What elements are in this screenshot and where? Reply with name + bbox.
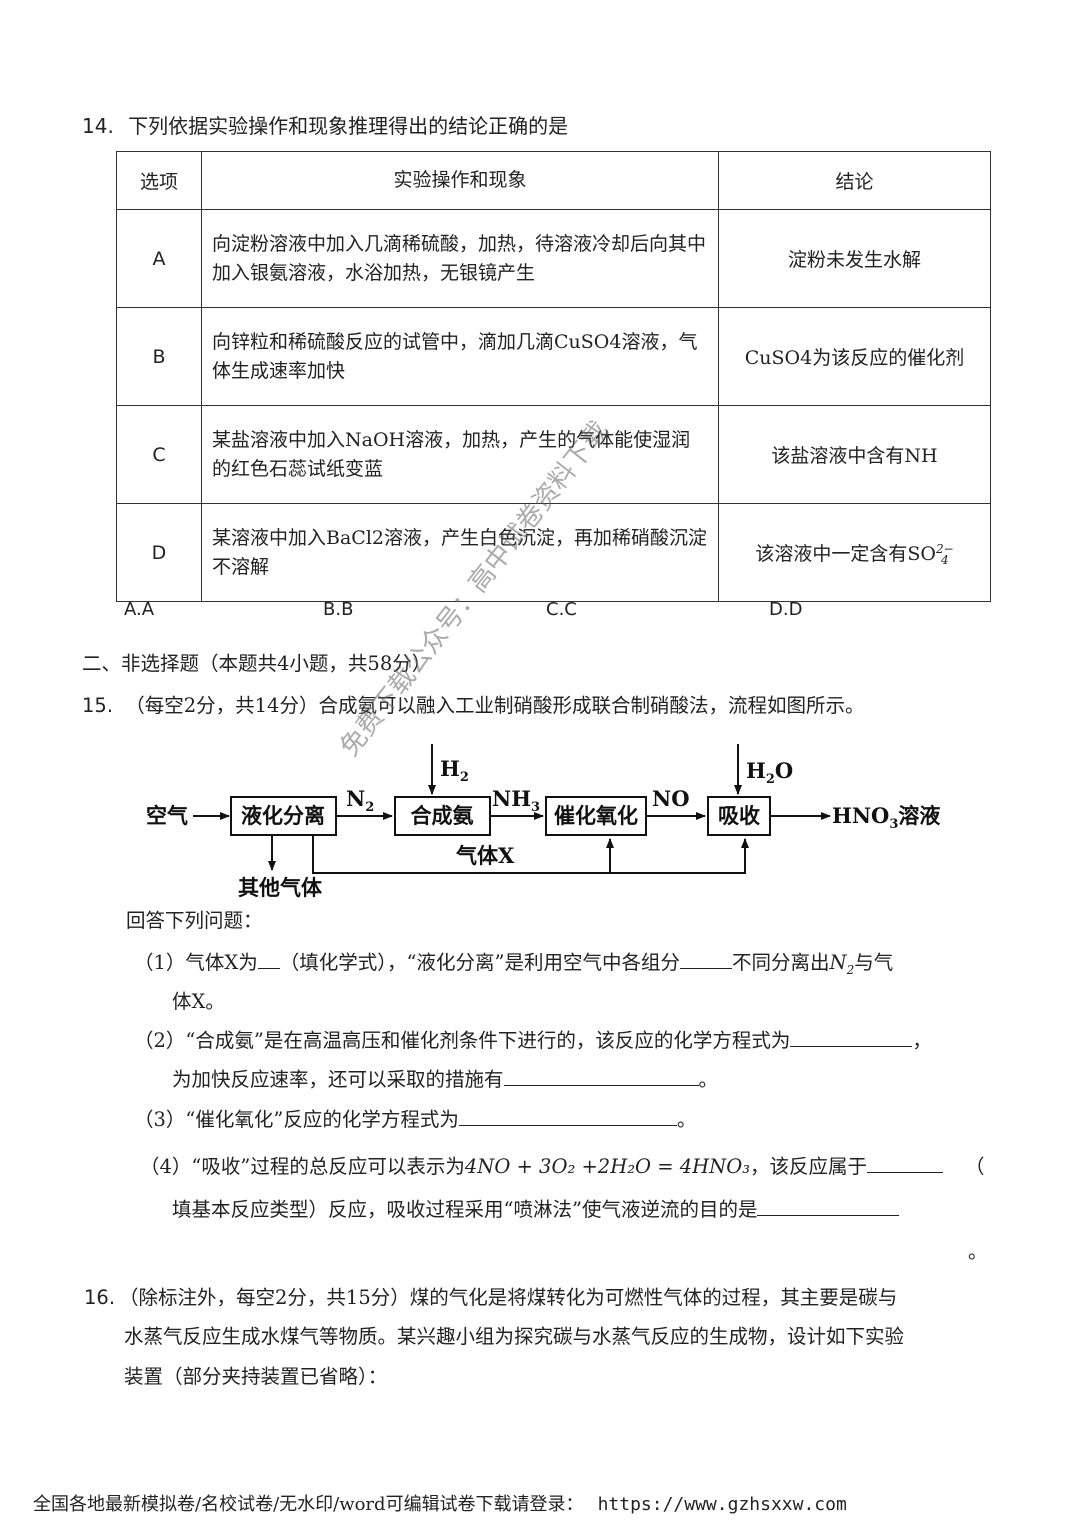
q14-options-table: 选项 实验操作和现象 结论 A 向淀粉溶液中加入几滴稀硫酸，加热，待溶液冷却后向… [116, 151, 991, 602]
q15-part2-line2: 为加快反应速率，还可以采取的措施有 。 [172, 1063, 718, 1092]
sulfate-charge: 2−4 [935, 542, 954, 567]
p1-text-b: （填化学式），“液化分离”是利用空气中各组分 [279, 951, 680, 974]
choice-d[interactable]: D.D [769, 599, 803, 620]
p3-text-a: （3）“催化氧化”反应的化学方程式为 [134, 1108, 459, 1131]
table-row: D 某溶液中加入BaCl2溶液，产生白色沉淀，再加稀硝酸沉淀不溶解 该溶液中一定… [116, 503, 991, 602]
row-operation: 某盐溶液中加入NaOH溶液，加热，产生的气体能使湿润的红色石蕊试纸变蓝 [201, 405, 719, 504]
p3-end: 。 [676, 1108, 697, 1131]
q16-line2: 水蒸气反应生成水煤气等物质。某兴趣小组为探究碳与水蒸气反应的生成物，设计如下实验 [124, 1325, 905, 1348]
p2-end: 。 [698, 1068, 719, 1091]
p2-comma: ， [912, 1029, 932, 1052]
row-option: D [116, 503, 202, 602]
flow-product: HNO3溶液 [832, 803, 940, 832]
answer-intro: 回答下列问题： [126, 909, 263, 932]
p4-equation: 4NO + 3O₂ +2H₂O = 4HNO₃ [464, 1155, 751, 1178]
ion-sup: 2− [935, 542, 954, 556]
choice-a[interactable]: A.A [124, 599, 155, 620]
p1-text-a: （1）气体X为 [134, 951, 258, 974]
box-oxidation-label: 催化氧化 [554, 803, 638, 828]
choice-b[interactable]: B.B [323, 599, 354, 620]
p1-text-d: 与气 [854, 951, 894, 974]
q14-stem: 下列依据实验操作和现象推理得出的结论正确的是 [128, 114, 569, 138]
q15-number: 15. [82, 694, 114, 717]
header-option: 选项 [116, 151, 202, 210]
p4-paren: （ [965, 1155, 985, 1178]
q15-part1-line1: （1）气体X为 （填化学式），“液化分离”是利用空气中各组分 不同分离出N2与气 [134, 946, 893, 977]
answer-blank-reaction-type[interactable] [867, 1171, 944, 1173]
table-row: B 向锌粒和稀硫酸反应的试管中，滴加几滴CuSO4溶液，气体生成速率加快 CuS… [116, 307, 991, 406]
table-row: C 某盐溶液中加入NaOH溶液，加热，产生的气体能使湿润的红色石蕊试纸变蓝 该盐… [116, 405, 991, 504]
answer-blank-oxidation-equation[interactable] [458, 1124, 677, 1126]
flow-gas-x: 气体X [455, 843, 515, 868]
row-operation: 向锌粒和稀硫酸反应的试管中，滴加几滴CuSO4溶液，气体生成速率加快 [201, 307, 719, 406]
answer-blank-measure[interactable] [503, 1084, 699, 1086]
q15-stem: （每空2分，共14分）合成氨可以融入工业制硝酸形成联合制硝酸法，流程如图所示。 [125, 694, 865, 717]
row-option: C [116, 405, 202, 504]
header-operation: 实验操作和现象 [201, 151, 719, 210]
q16-text-1: （除标注外，每空2分，共15分）煤的气化是将煤转化为可燃性气体的过程，其主要是碳… [119, 1286, 898, 1309]
p4-text-b: ，该反应属于 [750, 1155, 868, 1178]
row-operation: 向淀粉溶液中加入几滴稀硫酸，加热，待溶液冷却后向其中加入银氨溶液，水浴加热，无银… [201, 209, 719, 308]
p4-text-a: （4）“吸收”过程的总反应可以表示为 [140, 1155, 465, 1178]
answer-blank-property[interactable] [680, 967, 732, 969]
q16-number: 16. [84, 1286, 116, 1309]
row-conclusion: CuSO4为该反应的催化剂 [718, 307, 991, 406]
row-conclusion: 淀粉未发生水解 [718, 209, 991, 308]
q15-part3: （3）“催化氧化”反应的化学方程式为 。 [134, 1103, 696, 1132]
q15-part4-line2: 填基本反应类型）反应，吸收过程采用“喷淋法”使气液逆流的目的是 [172, 1193, 900, 1222]
flow-h2: H2 [440, 756, 469, 785]
header-conclusion: 结论 [718, 151, 991, 210]
p4-text-c: 填基本反应类型）反应，吸收过程采用“喷淋法”使气液逆流的目的是 [172, 1198, 758, 1221]
table-header-row: 选项 实验操作和现象 结论 [116, 151, 991, 210]
table-row: A 向淀粉溶液中加入几滴稀硫酸，加热，待溶液冷却后向其中加入银氨溶液，水浴加热，… [116, 209, 991, 308]
flow-n2: N2 [346, 786, 374, 815]
flow-diagram: 空气 液化分离 N2 合成氨 H2 NH3 催化氧化 NO 吸收 H2O HNO… [146, 744, 940, 900]
footer-text: 全国各地最新模拟卷/名校试卷/无水印/word可编辑试卷下载请登录： [33, 1494, 584, 1515]
q16-line3: 装置（部分夹持装置已省略）： [124, 1365, 388, 1388]
q16-line1: 16.（除标注外，每空2分，共15分）煤的气化是将煤转化为可燃性气体的过程，其主… [84, 1281, 897, 1310]
q15-part4-end: 。 [968, 1240, 988, 1263]
section-heading: 二、非选择题（本题共4小题，共58分） [82, 652, 432, 675]
footer: 全国各地最新模拟卷/名校试卷/无水印/word可编辑试卷下载请登录： https:… [33, 1490, 847, 1516]
box-absorption [707, 796, 771, 836]
row-option: B [116, 307, 202, 406]
conclusion-text: 该溶液中一定含有SO [755, 543, 936, 565]
q15-heading: 15. （每空2分，共14分）合成氨可以融入工业制硝酸形成联合制硝酸法，流程如图… [82, 689, 864, 718]
q14-heading: 14. 下列依据实验操作和现象推理得出的结论正确的是 [82, 110, 568, 139]
choice-c[interactable]: C.C [546, 599, 577, 620]
p2-text-a: （2）“合成氨”是在高温高压和催化剂条件下进行的，该反应的化学方程式为 [134, 1029, 791, 1052]
box-liquefaction [230, 796, 337, 836]
row-operation: 某溶液中加入BaCl2溶液，产生白色沉淀，再加稀硝酸沉淀不溶解 [201, 503, 719, 602]
box-liquefaction-label: 液化分离 [241, 803, 325, 828]
box-catalytic-oxidation [545, 796, 647, 836]
q15-part1-line2: 体X。 [172, 990, 225, 1013]
p1-n2: N2 [829, 951, 855, 977]
box-ammonia-label: 合成氨 [411, 803, 474, 828]
flow-h2o: H2O [746, 758, 793, 787]
answer-blank-gas-x[interactable] [257, 967, 280, 969]
box-absorption-label: 吸收 [718, 803, 760, 828]
gas-x-return-line [312, 835, 749, 874]
q14-number: 14. [82, 114, 114, 138]
ion-sub: 4 [940, 553, 949, 567]
p2-text-b: 为加快反应速率，还可以采取的措施有 [172, 1068, 504, 1091]
answer-blank-equation[interactable] [790, 1045, 913, 1047]
footer-url[interactable]: https://www.gzhsxxw.com [597, 1494, 847, 1515]
box-ammonia-synthesis [394, 796, 491, 836]
q15-part4-line1: （4）“吸收”过程的总反应可以表示为4NO + 3O₂ +2H₂O = 4HNO… [140, 1150, 985, 1179]
row-conclusion: 该盐溶液中含有NH [718, 405, 991, 504]
flow-no: NO [652, 786, 690, 811]
flow-nh3: NH3 [492, 786, 540, 815]
answer-blank-purpose[interactable] [757, 1214, 900, 1216]
q15-part2-line1: （2）“合成氨”是在高温高压和催化剂条件下进行的，该反应的化学方程式为 ， [134, 1024, 932, 1053]
flow-other-gas: 其他气体 [238, 875, 323, 900]
row-option: A [116, 209, 202, 308]
p1-text-c: 不同分离出 [732, 951, 830, 974]
flow-air: 空气 [146, 803, 188, 828]
